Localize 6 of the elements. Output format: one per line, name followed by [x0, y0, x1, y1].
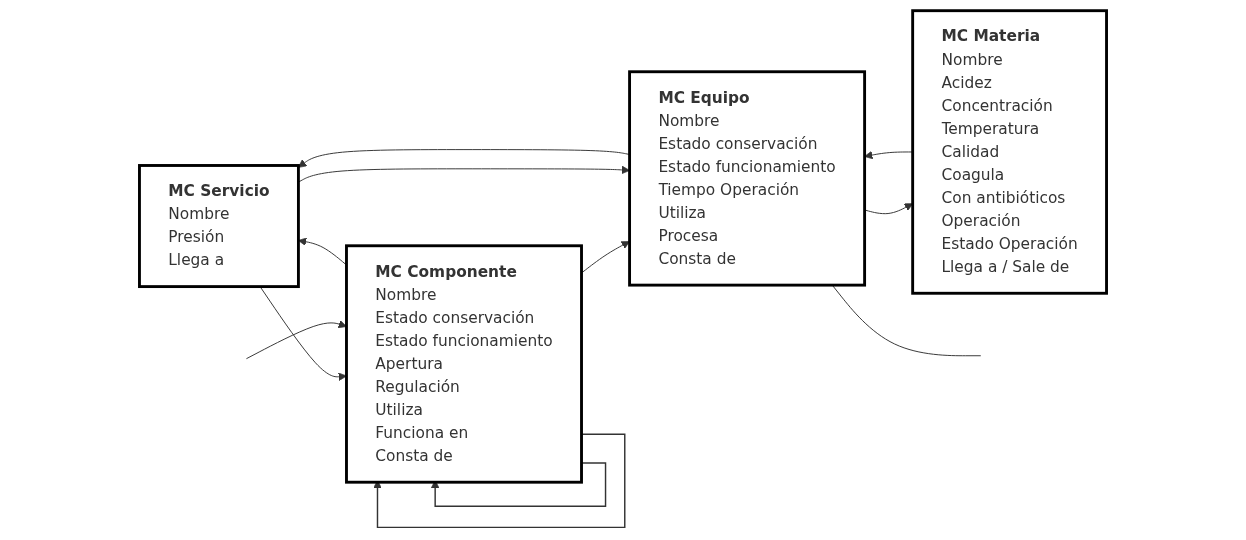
node-box: MC Materia Nombre Acidez Concentración Temperatura Calidad Coagula Con antibióticos Operación Estado Operación Llega a / Sale de — [911, 9, 1108, 295]
arrow — [373, 433, 626, 529]
arrow — [430, 462, 607, 507]
node-box: MC Equipo Nombre Estado conservación Estado funcionamiento Tiempo Operación Utiliza Procesa Consta de — [628, 70, 867, 287]
node-box: MC Servicio Nombre Presión Llega a — [138, 164, 300, 289]
node-box: MC Componente Nombre Estado conservación Estado funcionamiento Apertura Regulación Utiliza Funciona en Consta de — [345, 244, 583, 484]
